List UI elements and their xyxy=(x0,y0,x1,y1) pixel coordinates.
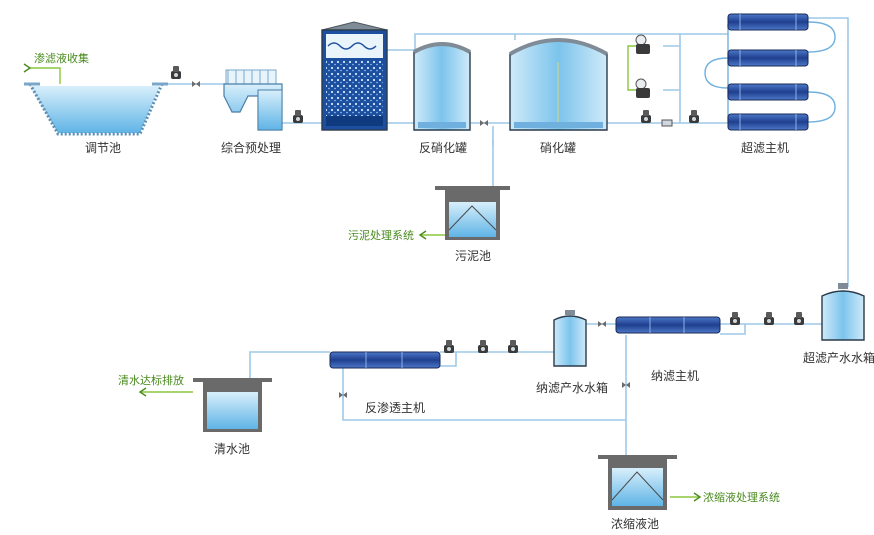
flow-arrows xyxy=(23,63,702,502)
uf-main-modules xyxy=(727,13,809,131)
dosing-pipe xyxy=(663,45,681,123)
valve-icon xyxy=(480,120,488,126)
pump-icon xyxy=(689,110,699,123)
pipe-ro-to-clear-water xyxy=(249,351,330,378)
uf-product-tank-label: 超滤产水水箱 xyxy=(803,350,874,365)
pretreatment-unit xyxy=(223,69,283,131)
arrow-icon xyxy=(23,63,32,73)
aeration-tower xyxy=(321,21,388,131)
concentrate-tank xyxy=(598,455,677,510)
clear-water-discharge-label: 清水达标排放 xyxy=(118,373,184,387)
regulating-tank-label: 调节池 xyxy=(85,141,121,155)
gauge-icon xyxy=(635,78,647,90)
pipe-uf-loop-1 xyxy=(807,21,836,53)
pipe-uf-to-product-tank xyxy=(808,17,849,287)
pump-icon xyxy=(636,88,650,98)
sludge-tank-label: 污泥池 xyxy=(455,249,491,263)
arrow-icon xyxy=(693,492,702,502)
clear-water-tank-label: 清水池 xyxy=(214,442,250,456)
sludge-tank xyxy=(435,186,510,240)
pump-icon xyxy=(764,312,774,325)
valve-icon xyxy=(598,321,606,327)
pump-icon xyxy=(636,44,650,54)
nf-product-tank xyxy=(553,310,587,367)
denitrification-tank-label: 反硝化罐 xyxy=(419,141,467,155)
pump-icon xyxy=(171,66,181,79)
pretreatment-label: 综合预处理 xyxy=(221,140,281,155)
arrow-icon xyxy=(418,230,427,240)
clear-water-tank xyxy=(193,378,272,432)
pipe-ro-concentrate xyxy=(342,368,626,421)
nf-main-module xyxy=(615,316,721,334)
pipe-tower-to-denitrification xyxy=(387,49,415,124)
gauge-icon xyxy=(635,34,647,46)
ro-main-module xyxy=(329,351,441,369)
leachate-collection-label: 渗滤液收集 xyxy=(34,51,89,65)
pipe-recirculation xyxy=(414,33,728,50)
pump-icon xyxy=(641,110,651,123)
pump-icon xyxy=(293,110,303,123)
flowmeter-icon xyxy=(661,119,673,127)
pipe-uf-loop-3 xyxy=(807,91,836,123)
concentrate-tank-label: 浓缩液池 xyxy=(611,516,659,531)
nitrification-tank-label: 硝化罐 xyxy=(540,141,576,155)
nf-main-label: 纳滤主机 xyxy=(651,369,699,383)
arrow-icon xyxy=(138,387,147,397)
uf-main-label: 超滤主机 xyxy=(741,140,789,155)
pipe-network xyxy=(30,17,849,498)
concentrate-system-label: 浓缩液处理系统 xyxy=(703,490,780,504)
nf-product-tank-label: 纳滤产水水箱 xyxy=(536,380,608,395)
ro-main-label: 反渗透主机 xyxy=(365,400,425,415)
denitrification-tank xyxy=(413,42,471,131)
regulating-tank xyxy=(24,82,168,136)
collection-in-line xyxy=(30,67,61,84)
pump-icon xyxy=(730,312,740,325)
pipe-uf-loop-2 xyxy=(704,57,729,89)
uf-product-tank xyxy=(821,283,865,341)
dosing-pumps xyxy=(635,34,650,98)
sludge-system-label: 污泥处理系统 xyxy=(348,229,414,242)
valve-icon xyxy=(192,81,200,87)
pump-icon xyxy=(478,340,488,353)
pump-icon xyxy=(794,312,804,325)
pump-icon xyxy=(508,340,518,353)
nitrification-tank xyxy=(508,38,608,131)
pump-icon xyxy=(444,340,454,353)
dosing-line xyxy=(627,45,640,91)
